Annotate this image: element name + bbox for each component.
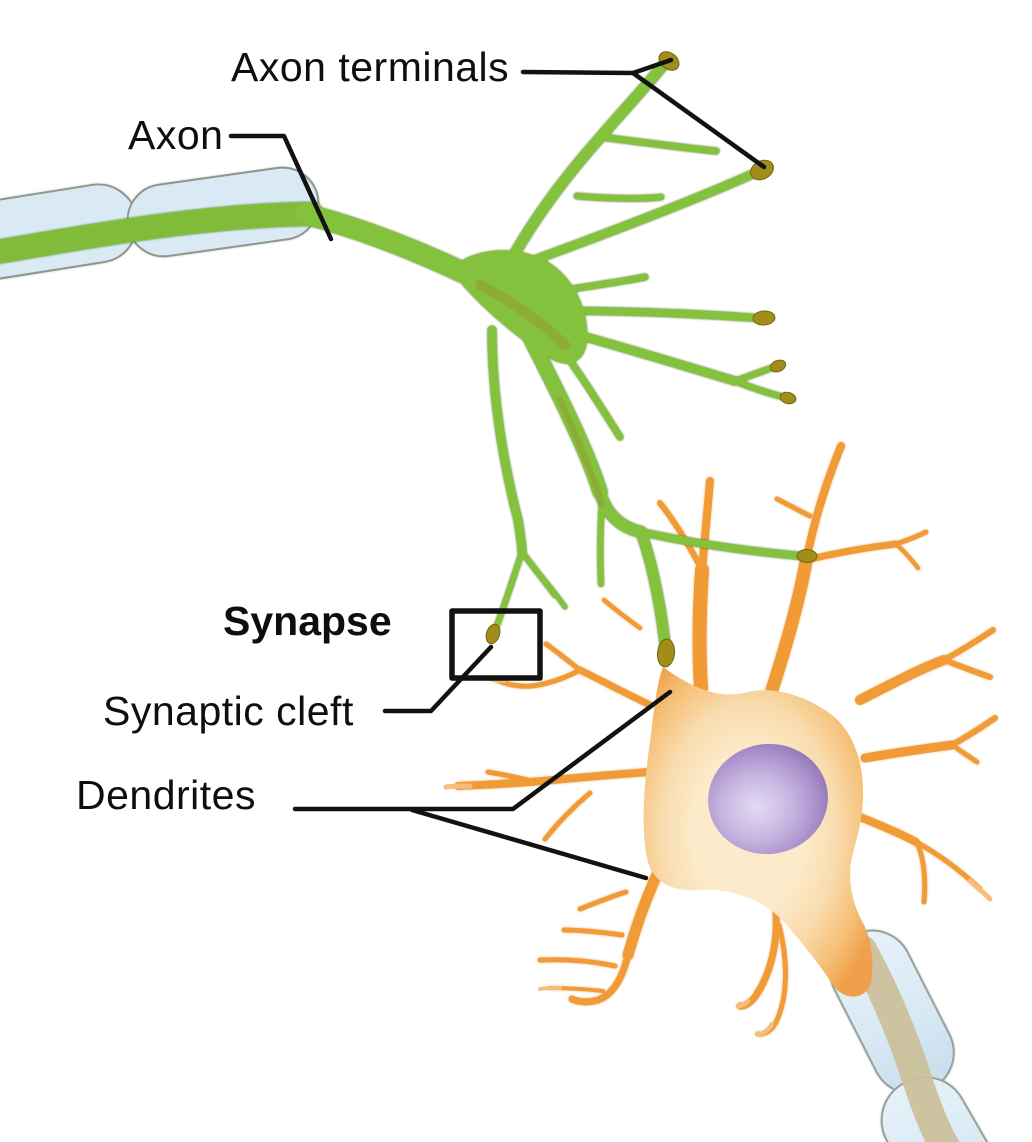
terminal-branch	[537, 306, 762, 322]
terminal-branch	[513, 168, 760, 271]
axon-shading	[557, 397, 605, 508]
terminal-trunk	[594, 486, 647, 538]
dendrite	[698, 477, 714, 574]
axon-core	[0, 202, 324, 264]
label-axon: Axon	[128, 112, 224, 158]
dendrite	[692, 563, 709, 695]
terminal-trunk	[635, 526, 672, 658]
terminal-branch	[597, 133, 720, 155]
dendrite	[851, 811, 920, 846]
leader-line-axon-terminals	[520, 57, 674, 76]
dendrite-tip	[967, 878, 993, 902]
terminal-branch	[487, 325, 527, 557]
terminal-branch	[597, 496, 605, 587]
dendrite	[941, 657, 993, 680]
terminal-bouton	[769, 359, 787, 373]
dendrite	[949, 742, 980, 765]
dendrite	[860, 740, 957, 763]
dendrite	[537, 957, 618, 969]
nucleus	[708, 743, 828, 855]
dendrite	[802, 442, 845, 566]
dendrite	[568, 951, 632, 1006]
dendrite	[765, 555, 813, 697]
terminal-branch	[524, 556, 568, 610]
axon-shading	[475, 280, 570, 350]
dendrite	[577, 889, 629, 912]
label-synaptic-cleft: Synaptic cleft	[103, 688, 354, 734]
terminal-branch	[573, 192, 665, 202]
leader-line-axon-terminals	[630, 70, 767, 170]
terminal-branch	[554, 340, 624, 441]
leader-line-dendrites	[292, 689, 673, 812]
dendrite	[494, 667, 583, 689]
terminal-branch	[520, 273, 649, 300]
terminal-bouton	[752, 310, 776, 326]
terminal-branch	[731, 377, 787, 401]
terminal-branch	[637, 528, 805, 560]
dendrite	[913, 839, 928, 905]
dendrite	[542, 790, 593, 842]
synapse-bouton	[485, 623, 501, 645]
dendrite	[949, 715, 998, 748]
dendrite	[774, 496, 813, 519]
dendrite	[622, 862, 666, 961]
dendrite	[893, 529, 929, 547]
terminal-branch	[541, 321, 740, 386]
dendrite	[893, 541, 921, 571]
annotation-lines-group	[228, 57, 767, 881]
dendrite	[802, 540, 900, 564]
dendrite	[736, 908, 780, 1010]
presynaptic-neuron-group	[0, 58, 805, 658]
dendrite	[657, 500, 703, 569]
leader-line-dendrites	[409, 807, 649, 881]
synapse-box	[449, 608, 543, 681]
terminal-branch	[492, 58, 670, 292]
label-synapse: Synapse	[223, 598, 392, 644]
synapse-terminal-branch	[493, 549, 525, 631]
axon-shading-group	[475, 280, 605, 508]
dendrite	[485, 769, 535, 784]
dendrite-tip	[538, 986, 562, 991]
label-axon-terminals: Axon terminals	[231, 44, 510, 90]
dendrite	[561, 927, 625, 938]
terminal-branch	[731, 363, 778, 385]
leader-line-synaptic-cleft	[382, 644, 494, 714]
dendrite-tip	[754, 1021, 775, 1037]
axon-shaft	[294, 203, 473, 283]
dendrite	[941, 627, 996, 663]
dendrite	[576, 666, 654, 709]
terminal-bouton	[796, 548, 818, 564]
terminal-bouton	[779, 391, 797, 405]
dendrite-tip	[443, 783, 473, 790]
label-dendrites: Dendrites	[76, 772, 256, 818]
terminal-bouton	[656, 638, 676, 668]
axon-core-tan	[847, 935, 960, 1142]
dendrite	[601, 597, 643, 631]
dendrite-tip	[735, 998, 751, 1009]
dendrite	[855, 655, 949, 705]
dendrite	[543, 641, 583, 673]
leader-line-axon	[228, 133, 334, 242]
